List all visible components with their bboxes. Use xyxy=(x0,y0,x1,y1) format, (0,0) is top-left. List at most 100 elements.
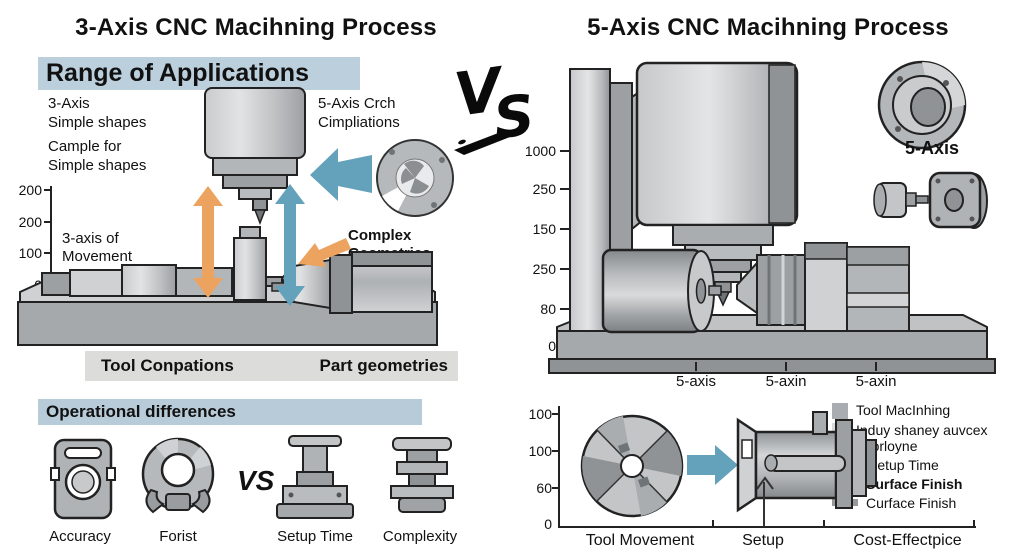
left-footer-bar: Tool Conpations Part geometries xyxy=(85,351,458,381)
mini-x-label-tool-movement: Tool Movement xyxy=(585,532,695,549)
five-axis-parts-illustration xyxy=(873,60,988,229)
drum-stub xyxy=(708,285,722,296)
axis-tick xyxy=(560,188,569,190)
note-line: 3-Axis xyxy=(48,95,90,112)
mini-chart-y-axis xyxy=(558,406,560,528)
note-line: Simple shapes xyxy=(48,157,147,174)
axis-tick xyxy=(823,520,825,527)
spindle-ring xyxy=(212,157,298,176)
bottom-axis-label: 5-axin xyxy=(855,373,897,390)
z-axis-arrow-blue xyxy=(275,184,305,306)
axis-tick-label: 80 xyxy=(540,301,556,317)
chuck-rings xyxy=(329,254,353,314)
axis-tick xyxy=(875,362,877,371)
legend-label: Setup Time xyxy=(868,457,939,473)
rotary-drum xyxy=(601,248,703,334)
machine-bed-front xyxy=(556,330,988,360)
flange-part-icon xyxy=(877,60,967,150)
axis-tick-label: 100 xyxy=(528,406,552,422)
right-panel-title: 5-Axis CNC Macihning Process xyxy=(587,14,949,41)
legend-swatch-square-gray xyxy=(832,403,848,419)
tool-tip xyxy=(253,209,267,226)
workpiece-icon xyxy=(736,411,877,513)
operational-differences-header: Operational differences xyxy=(38,399,422,425)
tool-post xyxy=(233,237,267,301)
setup-leader-line xyxy=(763,482,765,527)
axis-tick-label: 60 xyxy=(536,480,552,496)
note-line: Simple shapes xyxy=(48,114,147,131)
forist-label: Forist xyxy=(159,528,197,545)
operational-icons-illustration xyxy=(50,435,454,520)
transfer-arrow-icon xyxy=(687,445,738,485)
z-axis-arrow-orange xyxy=(193,186,223,298)
complex-geometries-arrow-icon xyxy=(298,238,351,267)
axis-tick xyxy=(44,189,51,191)
brush-swoosh xyxy=(454,130,510,155)
vise-block xyxy=(41,272,71,296)
footer-tool-label: Tool Conpations xyxy=(101,356,234,375)
axis-tick xyxy=(712,520,714,527)
axis-tick-label: 1000 xyxy=(524,143,556,159)
mini-x-label-cost: Cost-Effectpice xyxy=(853,532,962,549)
range-of-applications-header: Range of Applications xyxy=(38,57,360,90)
vs-brush-graphic: V S xyxy=(452,54,538,155)
axis-tick xyxy=(552,450,559,452)
axis-tick-label: 250 xyxy=(532,181,556,197)
forist-part-icon xyxy=(141,437,215,514)
axis-tick-label: 0 xyxy=(544,516,552,532)
exploded-assembly-icon xyxy=(873,171,988,229)
axis-tick xyxy=(552,413,559,415)
chuck-rings xyxy=(756,254,806,326)
spindle-body xyxy=(204,87,306,159)
setup-time-part-icon xyxy=(276,435,354,519)
axis-tick xyxy=(785,362,787,371)
annotation-line: 5-Axis Crch xyxy=(318,95,396,112)
axis-tick-label: 100 xyxy=(18,245,42,261)
complexity-label: Complexity xyxy=(382,528,458,545)
note-line: Cample for xyxy=(48,138,122,155)
left-panel-title: 3-Axis CNC Macihning Process xyxy=(75,14,437,41)
vise-cylinder xyxy=(121,264,177,297)
axis-tick-label: 0 xyxy=(548,338,556,354)
left-notes: 3-Axis Simple shapes Cample for Simple s… xyxy=(48,94,146,175)
mini-x-label-setup: Setup xyxy=(742,532,784,549)
axis-tick xyxy=(560,150,569,152)
footer-part-label: Part geometries xyxy=(319,356,449,375)
axis-tick xyxy=(552,487,559,489)
machine-bed-base xyxy=(548,358,996,374)
spindle-ring xyxy=(222,174,288,189)
annotation-line: Cimpliations xyxy=(318,114,400,131)
mini-chart-x-axis xyxy=(558,526,976,528)
setup-time-label: Setup Time xyxy=(277,528,353,545)
rotary-housing-cap xyxy=(351,251,433,267)
spindle-ring xyxy=(672,224,774,246)
movement-label: 3-axis of Movement xyxy=(62,230,132,266)
legend-label: Surface Finish xyxy=(866,476,963,492)
legend-label: Tool MacInhing xyxy=(856,402,951,418)
movement-line: 3-axis of xyxy=(62,230,119,247)
axis-tick xyxy=(44,252,51,254)
drum-hub xyxy=(695,278,707,304)
legend-item: Tool MacInhing xyxy=(832,402,1018,419)
axis-tick xyxy=(973,520,975,527)
setup-illustration xyxy=(580,411,877,518)
movement-line: Movement xyxy=(62,248,133,265)
round-part-illustration xyxy=(376,139,454,217)
axis-tick-label: 250 xyxy=(532,261,556,277)
accuracy-label: Accuracy xyxy=(49,528,111,545)
accuracy-part-icon xyxy=(50,438,116,520)
vise-block xyxy=(69,269,123,297)
axis-tick-label: 150 xyxy=(532,221,556,237)
axis-tick-label: 100 xyxy=(528,443,552,459)
complex-line: Complex xyxy=(348,227,412,244)
spindle-head-band xyxy=(768,64,796,224)
legend-label: Curface Finish xyxy=(866,495,957,511)
bottom-axis-label: 5-axis xyxy=(675,373,716,390)
five-axis-annotation: 5-Axis Crch Cimpliations xyxy=(318,94,400,132)
tool-shank xyxy=(252,198,268,211)
five-axis-machine-illustration xyxy=(548,61,996,374)
spindle-ring xyxy=(238,187,272,200)
chuck-face-icon xyxy=(580,414,684,518)
axis-tick xyxy=(695,362,697,371)
